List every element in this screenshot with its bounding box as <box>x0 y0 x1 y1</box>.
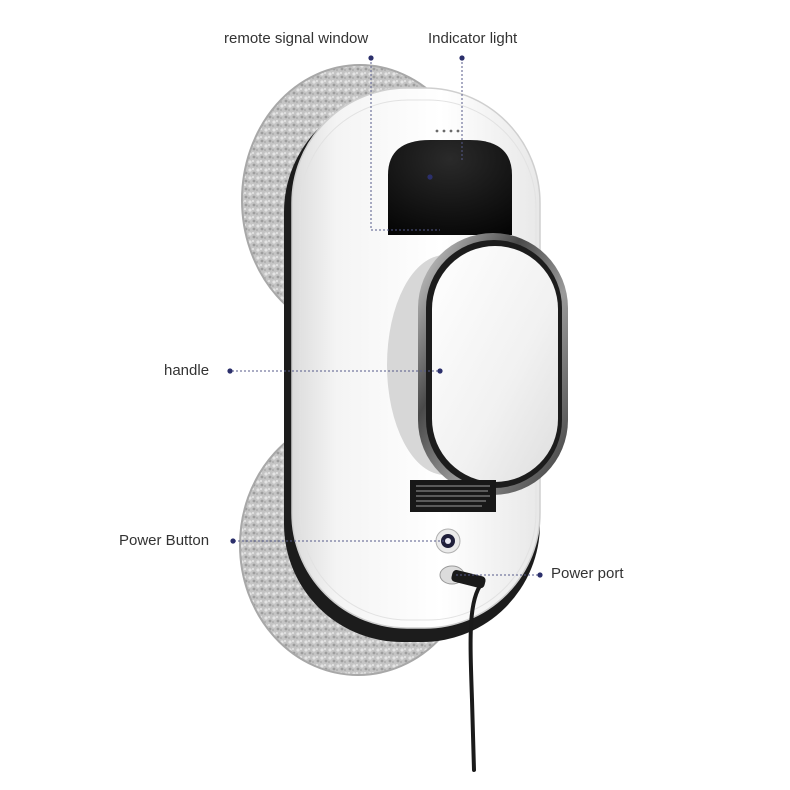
callout-dots <box>227 55 543 578</box>
handle-dot-right <box>437 368 443 374</box>
callout-leaders <box>232 58 540 576</box>
remote-window-dot-top <box>368 55 374 61</box>
indicator-light-dots <box>435 129 460 133</box>
warning-label-lines <box>416 485 490 507</box>
remote-signal-window <box>388 140 512 235</box>
indicator-light-label: Indicator light <box>428 30 518 47</box>
indicator-dot-top <box>459 55 465 61</box>
remote-window-leader <box>370 58 440 231</box>
power-button-dot-left <box>230 538 236 544</box>
remote-window-dot-end <box>427 174 433 180</box>
power-button-label: Power Button <box>119 532 210 549</box>
handle-face <box>432 246 558 482</box>
remote-signal-window-label: remote signal window <box>224 30 369 47</box>
power-cable <box>468 581 484 772</box>
power-port-label: Power port <box>551 565 624 582</box>
power-port-icon[interactable] <box>439 565 486 589</box>
handle-label: handle <box>164 362 210 379</box>
handle-dot-left <box>227 368 233 374</box>
power-port-dot-right <box>537 572 543 578</box>
